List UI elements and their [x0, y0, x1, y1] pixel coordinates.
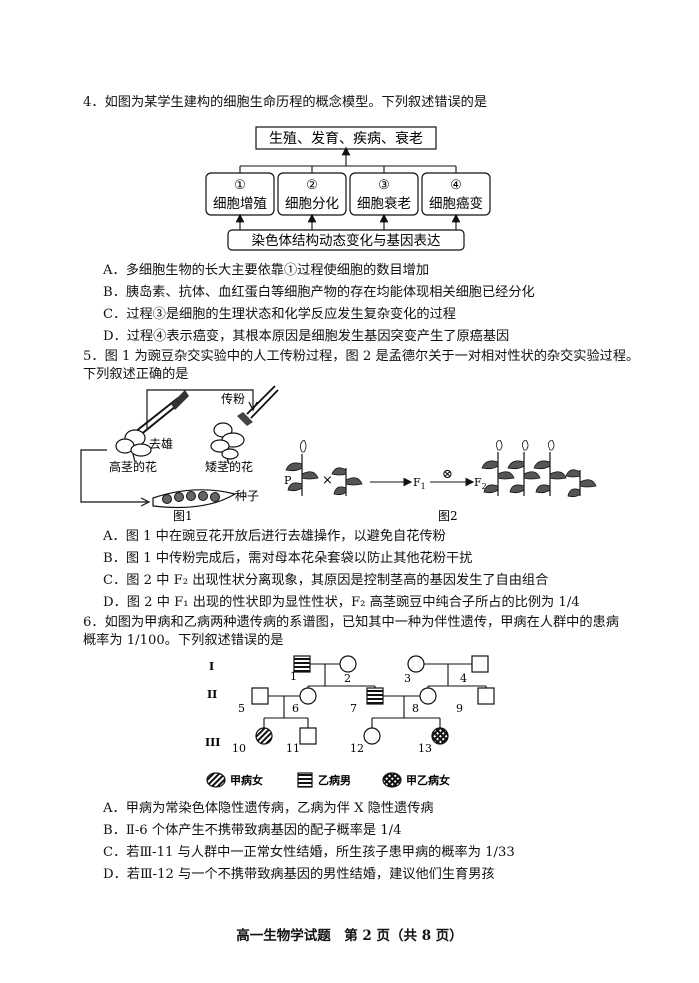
q4-bottom-box [227, 229, 465, 251]
q4-box-4-label: 细胞癌变 [429, 196, 483, 212]
q5-fig2-selfing: ⊗ [442, 467, 453, 482]
q4-box-1-num: ① [234, 178, 246, 193]
pedigree-number-3: 3 [404, 672, 411, 685]
q5-fig2-f1: F1 [413, 476, 426, 491]
q4-box-4-num: ④ [450, 178, 462, 193]
q6-option-b: B．Ⅱ-6 个体产生不携带致病基因的配子概率是 1/4 [103, 823, 402, 838]
q5-fig2-plant-p-short [331, 467, 363, 496]
legend-ab-female-label: 甲乙病女 [406, 773, 450, 787]
pedigree-number-12: 12 [350, 742, 364, 755]
q4-option-d: D．过程④表示癌变，其根本原因是细胞发生基因突变产生了原癌基因 [103, 329, 510, 344]
q5-figure-1: 传粉 去雄 高茎的花 矮茎的花 种子 图1 [80, 385, 279, 523]
q4-stem: 4．如图为某学生建构的细胞生命历程的概念模型。下列叙述错误的是 [83, 95, 488, 110]
q5-fig2-caption: 图2 [438, 509, 458, 523]
q5-fig2-f2-plant-1 [481, 440, 515, 496]
q5-option-c: C．图 2 中 F₂ 出现性状分离现象，其原因是控制茎高的基因发生了自由组合 [103, 573, 549, 588]
pedigree-individual-12 [363, 727, 381, 745]
q4-box-2-label: 细胞分化 [285, 196, 339, 212]
pedigree-individual-8 [419, 687, 437, 705]
pedigree-number-1: 1 [290, 670, 297, 683]
q5-fig1-caption: 图1 [173, 509, 193, 523]
q5-stem-line2: 下列叙述正确的是 [83, 367, 189, 382]
pedigree-number-8: 8 [412, 702, 419, 715]
generation-label-2: II [207, 688, 217, 701]
pedigree-number-9: 9 [456, 702, 463, 715]
q5-pea-pod [152, 489, 237, 509]
q5-fig2-plant-p-tall [285, 440, 319, 496]
q5-fig2-p: P [284, 474, 292, 487]
legend-a-female-symbol [206, 772, 226, 788]
q6-option-a: A．甲病为常染色体隐性遗传病，乙病为伴 X 隐性遗传病 [103, 801, 434, 816]
pedigree-number-4: 4 [460, 672, 467, 685]
q5-short-flower [210, 422, 245, 465]
q4-box-1-label: 细胞增殖 [213, 195, 267, 212]
q4-option-c: C．过程③是细胞的生理状态和化学反应发生复杂变化的过程 [103, 307, 456, 322]
q6-stem-line1: 6．如图为甲病和乙病两种遗传病的系谱图，已知其中一种为伴性遗传，甲病在人群中的患… [83, 615, 619, 630]
pedigree-number-13: 13 [418, 742, 432, 755]
q6-option-d: D．若Ⅲ-12 与一个不携带致病基因的男性结婚，建议他们生育男孩 [103, 867, 495, 882]
pedigree-number-2: 2 [344, 672, 351, 685]
q4-top-text: 生殖、发育、疾病、衰老 [269, 130, 423, 147]
pedigree-individual-4 [471, 655, 489, 673]
pedigree-individual-6 [299, 687, 317, 705]
q5-option-a: A．图 1 中在豌豆花开放后进行去雄操作，以避免自花传粉 [103, 529, 446, 544]
q5-fig1-seed: 种子 [235, 489, 259, 503]
pedigree-number-5: 5 [238, 702, 245, 715]
legend-b-male-symbol [297, 772, 313, 788]
q5-fig2-f2-plant-2 [507, 440, 541, 496]
q5-fig2-f2-plant-short [565, 469, 597, 498]
generation-label-1: I [209, 660, 214, 673]
legend-b-male-label: 乙病男 [318, 773, 351, 787]
q4-box-3-label: 细胞衰老 [357, 195, 411, 212]
legend-a-female-label: 甲病女 [230, 773, 263, 787]
q5-fig1-emasculation: 去雄 [149, 436, 173, 451]
q5-stem-line1: 5．图 1 为豌豆杂交实验中的人工传粉过程，图 2 是孟德尔关于一对相对性状的杂… [83, 349, 640, 364]
pedigree-individual-5 [251, 687, 269, 705]
pedigree-number-7: 7 [350, 702, 357, 715]
pedigree-individual-2 [339, 655, 357, 673]
pedigree-number-11: 11 [286, 742, 300, 755]
q5-tall-flower [115, 429, 152, 463]
generation-label-3: III [205, 736, 220, 749]
q4-bottom-text: 染色体结构动态变化与基因表达 [252, 232, 441, 249]
q5-fig2-f2-plant-3 [533, 440, 567, 496]
q5-fig1-tall: 高茎的花 [109, 459, 157, 474]
q5-option-d: D．图 2 中 F₁ 出现的性状即为显性性状，F₂ 高茎豌豆中纯合子所占的比例为… [103, 595, 580, 610]
q6-stem-line2: 概率为 1/100。下列叙述错误的是 [83, 633, 284, 648]
pedigree-individual-7 [366, 687, 384, 705]
pedigree-individual-10 [255, 727, 273, 745]
q4-concept-diagram: 生殖、发育、疾病、衰老 ① ② ③ ④ 细胞增殖 细胞分化 细胞衰老 细胞癌变 … [205, 126, 491, 251]
q5-fig1-pollination: 传粉 [221, 391, 245, 406]
pedigree-number-10: 10 [232, 742, 246, 755]
q5-option-b: B．图 1 中传粉完成后，需对母本花朵套袋以防止其他花粉干扰 [103, 551, 473, 566]
pedigree-individual-11 [299, 727, 317, 745]
q4-option-b: B．胰岛素、抗体、血红蛋白等细胞产物的存在均能体现相关细胞已经分化 [103, 285, 535, 300]
q5-fig2-cross: × [322, 473, 333, 488]
q4-box-2-num: ② [306, 178, 318, 193]
legend-ab-female-symbol [382, 772, 402, 788]
q6-option-c: C．若Ⅲ-11 与人群中一正常女性结婚，所生孩子患甲病的概率为 1/33 [103, 845, 515, 860]
pedigree-individual-13 [431, 727, 449, 745]
q4-box-3-num: ③ [378, 178, 390, 193]
page-footer: 高一生物学试题 第 2 页（共 8 页） [236, 928, 463, 944]
q5-fig1-short: 矮茎的花 [205, 459, 253, 474]
q6-pedigree-chart: I II III 1 2 3 4 5 6 7 8 9 10 11 12 13 甲… [205, 655, 495, 788]
pedigree-individual-9 [477, 687, 495, 705]
q5-fig2-f2: F2 [474, 476, 487, 491]
q5-figure-2: P × F1 ⊗ F2 图2 [284, 440, 597, 523]
pedigree-number-6: 6 [292, 702, 299, 715]
q4-option-a: A．多细胞生物的长大主要依靠①过程使细胞的数目增加 [103, 263, 430, 278]
pedigree-individual-3 [407, 655, 425, 673]
